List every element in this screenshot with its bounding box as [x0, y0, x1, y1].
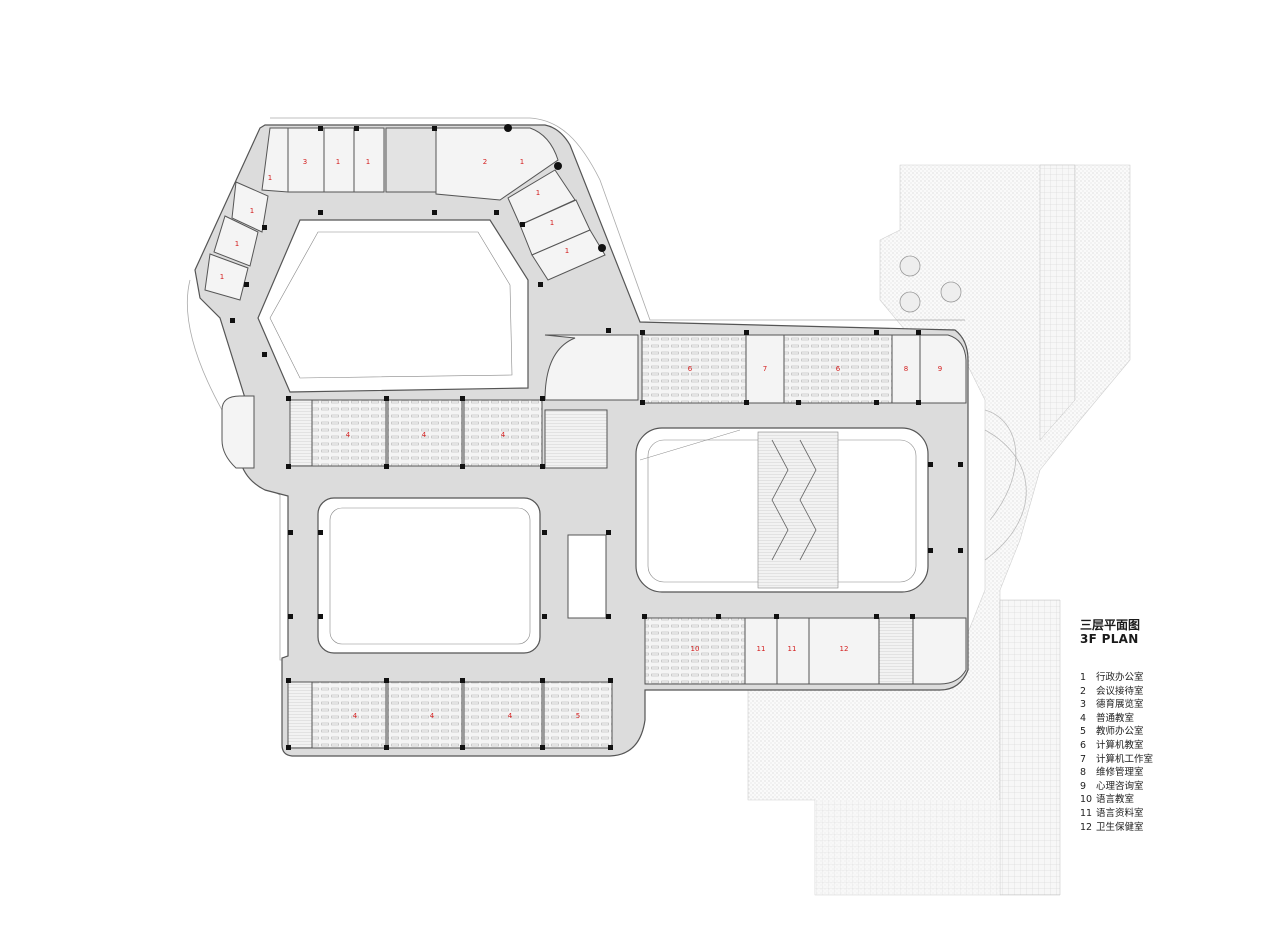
room-label: 4: [508, 712, 513, 720]
legend-label: 心理咨询室: [1096, 780, 1144, 792]
legend-number: 7: [1080, 753, 1087, 765]
room-labels: 1 1 1 1 1 1 1 1 1 1 2 3 4 4 4 4 4 4 5 6 …: [220, 158, 942, 720]
room-label: 11: [757, 645, 766, 653]
structural-columns: [230, 124, 963, 750]
room-label: 4: [422, 431, 427, 439]
room-label: 12: [840, 645, 849, 653]
site-landscape: [747, 164, 1131, 896]
legend-item: 9 心理咨询室: [1080, 780, 1153, 794]
legend-item: 8 维修管理室: [1080, 766, 1153, 780]
room-label: 6: [688, 365, 693, 373]
title-english: 3F PLAN: [1080, 632, 1139, 646]
room-label: 3: [303, 158, 307, 166]
room-label: 4: [353, 712, 358, 720]
room-label: 5: [576, 712, 580, 720]
legend-number: 11: [1080, 807, 1093, 819]
room-label: 1: [550, 219, 554, 227]
room-label: 7: [763, 365, 767, 373]
rooms: [204, 127, 967, 749]
room-label: 10: [691, 645, 700, 653]
room-label: 8: [904, 365, 908, 373]
legend-label: 语言教室: [1096, 794, 1135, 806]
room-label: 1: [250, 207, 254, 215]
room-label: 1: [565, 247, 569, 255]
legend-number: 9: [1080, 780, 1087, 792]
legend-label: 教师办公室: [1096, 726, 1144, 738]
legend-item: 5 教师办公室: [1080, 725, 1153, 739]
room-label: 11: [788, 645, 797, 653]
legend-number: 4: [1080, 712, 1087, 724]
legend-label: 卫生保健室: [1096, 821, 1144, 833]
legend-item: 6 计算机教室: [1080, 739, 1153, 753]
title-chinese: 三层平面图: [1080, 618, 1141, 632]
room-label: 1: [336, 158, 340, 166]
legend-item: 3 德育展览室: [1080, 698, 1153, 712]
legend-number: 3: [1080, 699, 1087, 711]
room-label: 1: [536, 189, 540, 197]
room-label: 4: [430, 712, 435, 720]
legend-label: 会议接待室: [1096, 685, 1144, 697]
legend-number: 10: [1080, 794, 1093, 806]
room-label: 1: [235, 240, 239, 248]
room-label: 9: [938, 365, 942, 373]
legend-item: 1 行政办公室: [1080, 671, 1153, 685]
room-label: 6: [836, 365, 841, 373]
legend-label: 计算机教室: [1096, 739, 1144, 751]
legend-label: 普通教室: [1096, 712, 1135, 724]
room-label: 1: [520, 158, 524, 166]
legend-number: 8: [1080, 767, 1087, 779]
room-label: 4: [346, 431, 351, 439]
legend-label: 计算机工作室: [1096, 753, 1154, 765]
legend-item: 4 普通教室: [1080, 712, 1153, 726]
legend-label: 行政办公室: [1096, 672, 1144, 683]
legend-number: 5: [1080, 726, 1087, 738]
drawing-title: 三层平面图 3F PLAN: [1080, 618, 1140, 646]
courtyards: [257, 219, 929, 654]
legend-number: 6: [1080, 739, 1087, 751]
legend-number: 12: [1080, 821, 1093, 833]
legend-label: 语言资料室: [1096, 807, 1144, 819]
room-label: 1: [268, 174, 272, 182]
room-label: 4: [501, 431, 506, 439]
legend-item: 7 计算机工作室: [1080, 753, 1153, 767]
room-label: 1: [220, 273, 224, 281]
legend-number: 2: [1080, 685, 1087, 697]
room-legend: 1 行政办公室 2 会议接待室 3 德育展览室 4 普通教室 5 教师办公室 6 计算机教室…: [1080, 671, 1153, 834]
legend-label: 维修管理室: [1096, 767, 1144, 779]
legend-label: 德育展览室: [1096, 699, 1144, 711]
room-label: 1: [366, 158, 370, 166]
room-label: 2: [483, 158, 487, 166]
legend-item: 2 会议接待室: [1080, 685, 1153, 699]
legend-number: 1: [1080, 672, 1087, 683]
